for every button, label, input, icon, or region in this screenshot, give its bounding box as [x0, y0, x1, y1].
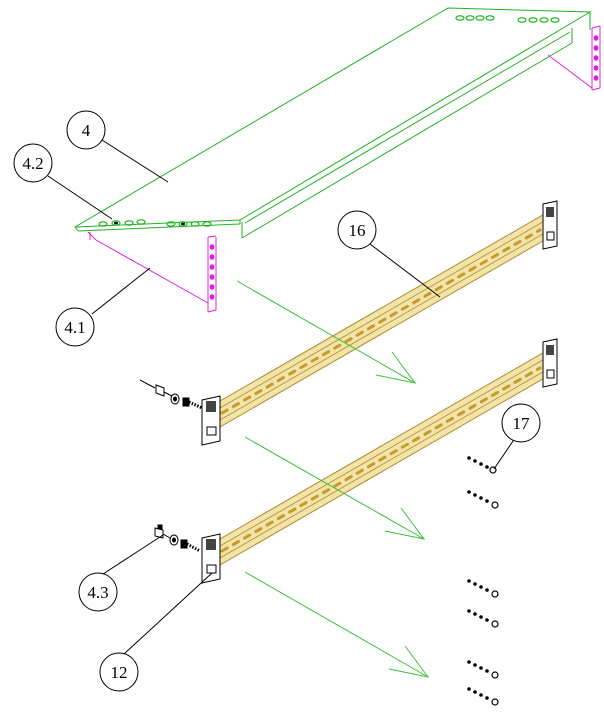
shelf-bracket-rear-holes — [593, 35, 599, 81]
callout-4-3: 4.3 — [78, 572, 118, 612]
leader-12 — [123, 572, 213, 655]
shelf-channel-inner — [244, 31, 571, 224]
screw-icon — [467, 490, 499, 509]
shelf-panel — [74, 7, 592, 239]
din-rail-lower-slots — [220, 366, 542, 553]
screw-icon — [467, 609, 499, 628]
callout-16-label: 16 — [349, 221, 366, 240]
fastener-set-lower — [154, 524, 201, 553]
screw-icon — [467, 687, 499, 706]
callout-4: 4 — [66, 110, 106, 150]
callout-12: 12 — [99, 652, 139, 692]
callout-17: 17 — [501, 403, 541, 443]
leader-lines — [47, 139, 516, 655]
screw-icon — [467, 456, 497, 474]
leader-4-1 — [91, 267, 151, 315]
screw-group-17 — [467, 456, 499, 706]
rail-lower-end-left — [201, 533, 221, 584]
assembly-arrow-shelf-to-rail — [236, 280, 417, 384]
callout-4-label: 4 — [82, 121, 91, 140]
rail-upper-end-right — [542, 200, 558, 250]
shelf-channel-bottom — [241, 42, 573, 239]
shelf-front-lip-edge — [77, 223, 241, 232]
leader-4-2 — [47, 175, 113, 220]
assembly-arrows — [236, 280, 430, 678]
callout-16: 16 — [337, 210, 377, 250]
assembly-arrow-rail16-to-screws — [244, 436, 426, 540]
callout-4-1: 4.1 — [55, 307, 95, 347]
callout-4-2-label: 4.2 — [22, 154, 43, 173]
shelf-top-face — [74, 7, 592, 228]
callout-4-3-label: 4.3 — [87, 583, 108, 602]
callout-4-1-label: 4.1 — [64, 318, 85, 337]
shelf-holes — [98, 15, 560, 227]
leader-16 — [369, 243, 441, 298]
din-rail-upper-slots — [220, 228, 542, 415]
assembly-arrow-rail12-to-screws — [244, 571, 430, 678]
shelf-holes-dark — [114, 221, 185, 226]
fastener-set-upper — [139, 379, 203, 410]
shelf-front-lip — [74, 226, 79, 232]
leader-4 — [101, 139, 169, 183]
callout-12-label: 12 — [111, 663, 128, 682]
rail-upper-end-left — [201, 395, 221, 446]
screw-icon — [467, 660, 499, 679]
leader-17 — [493, 437, 516, 470]
screw-icon — [467, 579, 499, 598]
rail-lower-end-right — [542, 338, 558, 388]
callout-4-2: 4.2 — [13, 143, 53, 183]
shelf-bracket-rear — [547, 25, 601, 91]
leader-4-3 — [99, 534, 164, 577]
shelf-bracket-front-holes — [209, 244, 215, 300]
shelf-bracket-front — [87, 231, 217, 313]
callout-17-label: 17 — [513, 414, 531, 433]
